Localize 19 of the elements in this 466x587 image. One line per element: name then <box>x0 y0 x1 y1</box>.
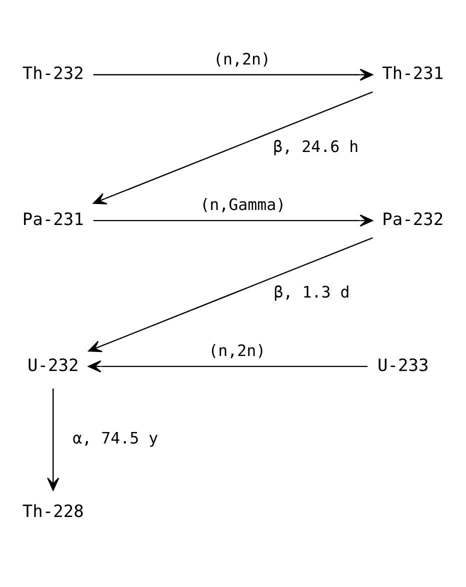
node-text: Th-232 <box>22 64 84 84</box>
node-text: Pa-231 <box>22 210 84 230</box>
arrow <box>88 237 373 352</box>
edge-label: (n,Gamma) <box>200 195 286 214</box>
edge-label: β, 24.6 h <box>273 136 359 156</box>
node-text: Th-231 <box>382 64 444 84</box>
edge-label: (n,2n) <box>208 340 266 360</box>
arrow <box>93 68 373 81</box>
arrow <box>88 360 368 372</box>
node-text: U-233 <box>378 356 429 376</box>
arrow <box>93 91 373 204</box>
edge-label: (n,2n) <box>214 49 271 68</box>
arrow <box>93 214 373 227</box>
node-text: Th-228 <box>22 502 84 522</box>
node-text: U-232 <box>28 356 79 376</box>
node-text: Pa-232 <box>382 210 444 230</box>
edge-label: α, 74.5 y <box>72 428 158 448</box>
arrow <box>47 388 60 491</box>
edge-label: β, 1.3 d <box>274 282 350 302</box>
